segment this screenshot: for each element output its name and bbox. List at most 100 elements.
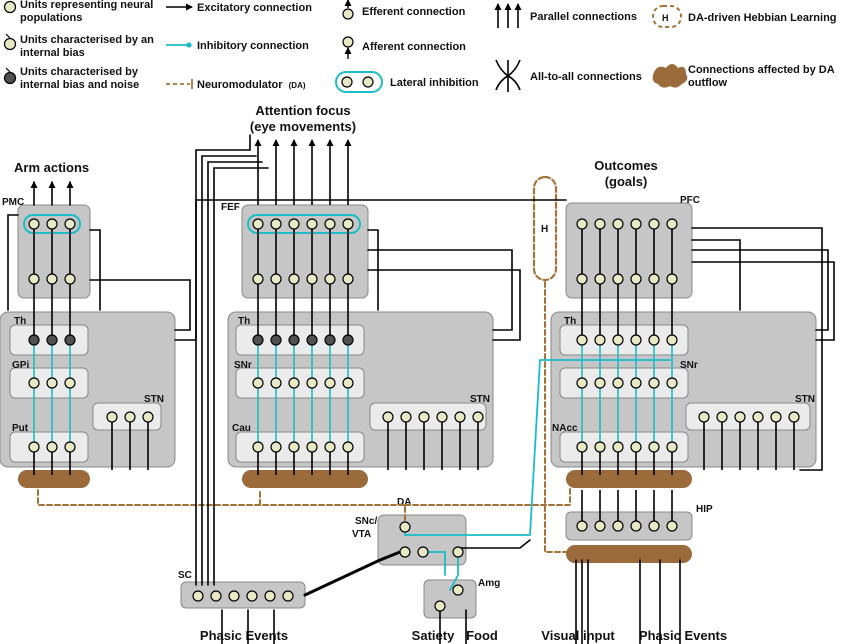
arm-ctx2-unit [64, 273, 76, 285]
units [28, 218, 800, 612]
snc-unit-1 [399, 546, 411, 558]
sc-unit [282, 590, 294, 602]
eye-gpi-unit [252, 377, 264, 389]
stn-unit [734, 411, 746, 423]
goal-str-unit [612, 441, 624, 453]
goal-cortex-unit [576, 218, 588, 230]
arm-ctx2-unit [28, 273, 40, 285]
pfc-label: PFC [680, 195, 700, 206]
arm-ctx2-unit [46, 273, 58, 285]
stn-unit [788, 411, 800, 423]
stn-unit [698, 411, 710, 423]
legend-excitatory-text: Excitatory connection [197, 2, 312, 14]
attention-focus-title: Attention focus [255, 103, 350, 118]
eye-gpi-unit [270, 377, 282, 389]
goal-gpi-unit [630, 377, 642, 389]
da-label: DA [397, 497, 411, 508]
legend-inhibitory-text: Inhibitory connection [197, 40, 309, 52]
fef-label: FEF [221, 202, 240, 213]
goal-gpi-unit [648, 377, 660, 389]
goal-cortex-unit [594, 218, 606, 230]
eye-gpi-unit [324, 377, 336, 389]
amg-unit-1 [434, 600, 446, 612]
hip-box [565, 511, 693, 541]
put-label: Put [12, 423, 29, 434]
legend-afferent-text: Afferent connection [362, 41, 466, 53]
cau-label: Cau [232, 423, 251, 434]
goal-cortex-unit [648, 218, 660, 230]
legend-lateral-text: Lateral inhibition [390, 77, 479, 89]
legend-unit-bias-icon [3, 37, 17, 51]
hip-unit [576, 520, 588, 532]
goal-ctx2-unit [576, 273, 588, 285]
da-path-hebbian [544, 281, 567, 553]
eye-str-unit [270, 441, 282, 453]
fef-lateral-ring [247, 214, 361, 234]
eye-cortex-unit [306, 218, 318, 230]
goal-cortex-unit [666, 218, 678, 230]
eye-ctx2-unit [306, 273, 318, 285]
eye-th-unit [252, 334, 264, 346]
stn-unit [124, 411, 136, 423]
th-arm-label: Th [14, 316, 26, 327]
arm-th-unit [46, 334, 58, 346]
eye-gpi-unit [288, 377, 300, 389]
stn-arm-label: STN [144, 394, 164, 405]
goal-ctx2-unit [612, 273, 624, 285]
hip-unit [630, 520, 642, 532]
eye-ctx2-unit [342, 273, 354, 285]
eye-movements-subtitle: (eye movements) [250, 119, 356, 134]
efferent-unit-icon [342, 8, 354, 20]
legend: Units representing neural populations Un… [3, 0, 837, 93]
goal-th-unit [594, 334, 606, 346]
goal-gpi-unit [666, 377, 678, 389]
snc-label: SNc/ [355, 516, 377, 527]
goal-ctx2-unit [648, 273, 660, 285]
goal-cortex-unit [612, 218, 624, 230]
stn-unit [716, 411, 728, 423]
legend-hebbian-text: DA-driven Hebbian Learning [688, 12, 837, 24]
eye-gpi-unit [306, 377, 318, 389]
goal-th-unit [648, 334, 660, 346]
hebbian-symbol: H [662, 13, 669, 23]
eye-ctx2-unit [288, 273, 300, 285]
th-goal-label: Th [564, 316, 576, 327]
amg-label: Amg [478, 578, 500, 589]
pmc-label: PMC [2, 197, 24, 208]
stn-unit [382, 411, 394, 423]
hip-unit [648, 520, 660, 532]
phasic-events-left: Phasic Events [200, 628, 288, 643]
eye-th-unit [342, 334, 354, 346]
goal-str-unit [648, 441, 660, 453]
da-unit [399, 521, 411, 533]
sc-unit [228, 590, 240, 602]
eye-str-unit [342, 441, 354, 453]
arm-str-unit [64, 441, 76, 453]
eye-th-unit [288, 334, 300, 346]
da-path-left [37, 489, 406, 521]
da-outflow-blobs [18, 470, 692, 563]
arm-cortex-unit [64, 218, 76, 230]
nacc-goal-box [559, 431, 689, 463]
stn-unit [770, 411, 782, 423]
goal-str-unit [594, 441, 606, 453]
goal-th-unit [666, 334, 678, 346]
arm-th-unit [64, 334, 76, 346]
arm-cortex-unit [46, 218, 58, 230]
stn-unit [400, 411, 412, 423]
stn-goal-box [685, 402, 811, 431]
goal-gpi-unit [612, 377, 624, 389]
stn-unit [436, 411, 448, 423]
food-label: Food [466, 628, 498, 643]
eye-str-unit [288, 441, 300, 453]
legend-unit-noise-icon [3, 71, 17, 85]
afferent-unit-icon [342, 36, 354, 48]
legend-da-outflow-text: Connections affected by DA outflow [688, 64, 835, 89]
eye-cortex-unit [252, 218, 264, 230]
legend-efferent-text: Efferent connection [362, 6, 466, 18]
eye-cortex-unit [324, 218, 336, 230]
legend-neuromodulator-text: Neuromodulator (DA) [197, 79, 306, 91]
th-eye-box [235, 324, 365, 356]
phasic-events-right: Phasic Events [639, 628, 727, 643]
